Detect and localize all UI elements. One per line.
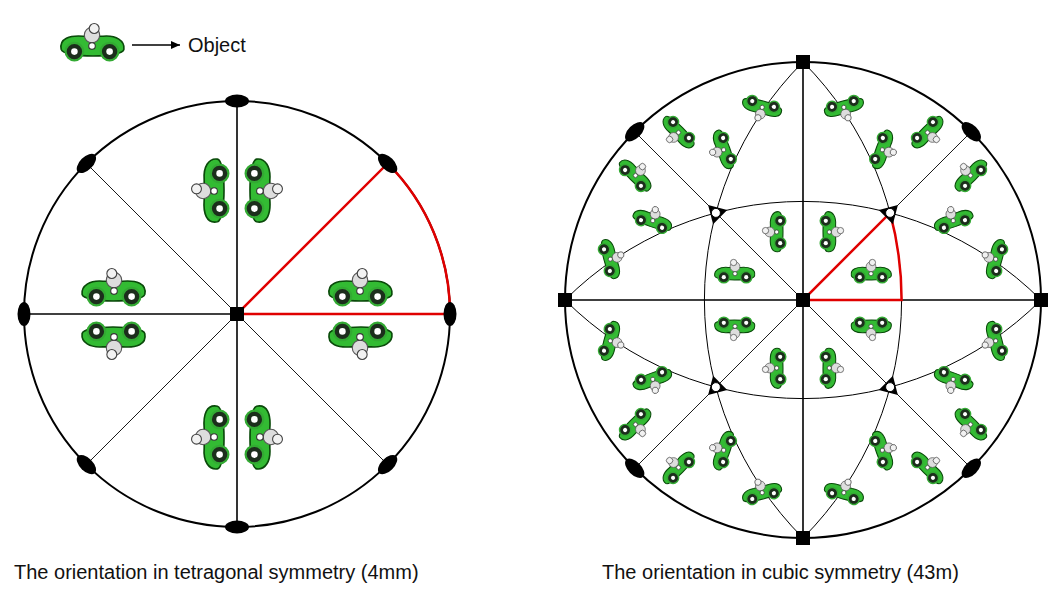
car-object xyxy=(977,319,1010,364)
projection-circle xyxy=(565,62,1041,538)
twofold-axis-symbol xyxy=(225,95,249,108)
car-object xyxy=(907,443,952,488)
car-object xyxy=(82,269,145,306)
great-circle-arcs xyxy=(228,0,1050,589)
car-object xyxy=(654,443,699,488)
twofold-axis-symbol xyxy=(375,150,401,176)
threefold-axis-symbol xyxy=(879,198,905,224)
car-object xyxy=(329,323,392,360)
threefold-axis-dot xyxy=(886,208,895,217)
car-object xyxy=(820,348,843,388)
car-object xyxy=(61,24,124,61)
caption: The orientation in cubic symmetry (43m) xyxy=(602,560,959,584)
car-object xyxy=(192,406,229,469)
caption: The orientation in tetragonal symmetry (… xyxy=(14,560,419,584)
car-object xyxy=(946,404,991,449)
object-sample xyxy=(61,24,180,61)
twofold-axis-symbol xyxy=(958,119,984,145)
car-object xyxy=(867,128,903,174)
car-object xyxy=(596,319,629,364)
threefold-axis-dot xyxy=(711,383,720,392)
projection-circle xyxy=(24,101,450,527)
car-object xyxy=(192,159,229,222)
car-object xyxy=(703,427,739,473)
car-object xyxy=(907,112,952,157)
car-object xyxy=(851,317,891,340)
car-object xyxy=(631,200,677,236)
threefold-axis-dot xyxy=(711,208,720,217)
object-label: Object xyxy=(188,33,246,57)
car-object xyxy=(82,323,145,360)
car-object xyxy=(822,93,867,126)
car-object xyxy=(715,259,755,282)
car-object xyxy=(851,259,891,282)
mirror-line xyxy=(635,132,972,469)
twofold-axis-symbol xyxy=(958,455,984,481)
car-object xyxy=(977,236,1010,281)
threefold-axis-dot xyxy=(886,383,895,392)
car-object xyxy=(246,159,283,222)
mirror-arc xyxy=(466,0,1050,399)
car-object xyxy=(615,151,660,196)
car-object xyxy=(631,364,677,400)
twofold-axis-symbol xyxy=(444,302,457,326)
twofold-axis-symbol xyxy=(73,452,99,478)
fourfold-axis-symbol xyxy=(558,293,572,307)
fourfold-axis-symbol xyxy=(796,293,810,307)
car-object xyxy=(246,406,283,469)
twofold-axis-symbol xyxy=(375,452,401,478)
fourfold-axis-symbol xyxy=(796,531,810,545)
car-object xyxy=(762,348,785,388)
car-object xyxy=(739,93,784,126)
mirror-arc xyxy=(704,0,1050,589)
car-object xyxy=(703,128,739,174)
threefold-axis-symbol xyxy=(701,198,727,224)
pointer-arrow xyxy=(132,44,180,46)
car-object xyxy=(762,212,785,252)
twofold-axis-symbol xyxy=(18,302,31,326)
car-object xyxy=(615,404,660,449)
fourfold-axis-symbol xyxy=(230,307,244,321)
fourfold-axis-symbol xyxy=(1034,293,1048,307)
mirror-line xyxy=(635,132,972,469)
twofold-axis-symbol xyxy=(73,150,99,176)
threefold-axis-symbol xyxy=(879,376,905,402)
fourfold-axis-symbol xyxy=(796,55,810,69)
twofold-axis-symbol xyxy=(622,119,648,145)
car-object xyxy=(946,151,991,196)
tetragonal-stereogram xyxy=(18,95,457,534)
car-object xyxy=(329,269,392,306)
car-object xyxy=(822,474,867,507)
car-object xyxy=(820,212,843,252)
car-object xyxy=(739,474,784,507)
car-object xyxy=(930,200,976,236)
cubic-stereogram xyxy=(228,0,1050,589)
twofold-axis-symbol xyxy=(622,455,648,481)
car-object xyxy=(654,112,699,157)
mirror-arc xyxy=(228,0,901,589)
twofold-axis-symbol xyxy=(225,521,249,534)
car-object xyxy=(930,364,976,400)
car-object xyxy=(596,236,629,281)
asymmetric-unit xyxy=(803,213,902,300)
car-object xyxy=(867,427,903,473)
threefold-axis-symbol xyxy=(701,376,727,402)
car-object xyxy=(715,317,755,340)
